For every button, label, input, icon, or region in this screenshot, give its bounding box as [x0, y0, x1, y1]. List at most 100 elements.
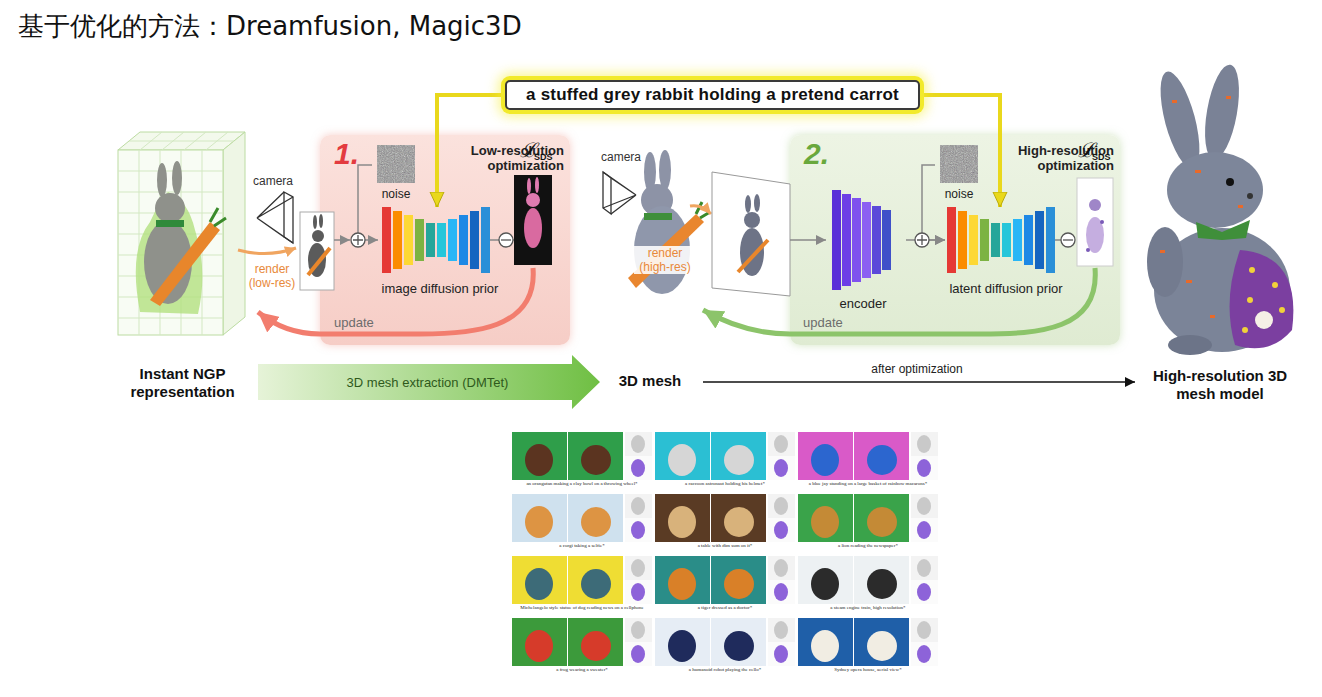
- unet-symbol-part: [437, 223, 446, 257]
- node-label: latent diffusion prior: [945, 281, 1067, 296]
- image-caption: a humanoid robot playing the cello*: [655, 667, 795, 673]
- result-gallery-part: [711, 556, 766, 604]
- edge-label: after optimization: [782, 362, 1052, 376]
- result-gallery-part: [798, 618, 853, 666]
- result-gallery-part: [631, 559, 645, 577]
- image-caption: a lion reading the newspaper*: [798, 543, 938, 549]
- unet-symbol-part: [947, 207, 956, 273]
- ngp-volume-part: [150, 222, 220, 306]
- result-gallery-part: [631, 621, 645, 639]
- connector: [358, 165, 378, 240]
- rendered-view: [300, 212, 334, 290]
- edge-label: update: [803, 316, 853, 330]
- image-caption: a table with dim sum on it*: [655, 543, 795, 549]
- text-slot: a corgi taking a selfie*: [512, 543, 652, 549]
- text-slot: a steam engine train, high resolution*: [798, 605, 938, 611]
- sds-image-part: [1089, 199, 1101, 211]
- ngp-volume-part: [157, 163, 167, 197]
- text-slot: after optimization: [782, 362, 1052, 376]
- minus-symbol: [499, 233, 1075, 247]
- text-slot: an orangutan making a clay bowl on a thr…: [512, 481, 652, 487]
- text-slot: image diffusion prior: [378, 281, 502, 296]
- unet-symbol-part: [426, 223, 435, 257]
- encoder-symbol-part: [872, 206, 881, 274]
- highres-rabbit-part: [1242, 327, 1248, 333]
- highres-rabbit: [1147, 62, 1293, 355]
- result-gallery-part: [655, 618, 710, 666]
- camera-icon-part: [603, 172, 636, 214]
- page-title: 基于优化的方法：Dreamfusion, Magic3D: [18, 10, 658, 42]
- text-slot: noise: [366, 187, 426, 201]
- annotation: render (low-res): [246, 262, 298, 290]
- result-gallery-part: [867, 507, 897, 537]
- text-slot: render (high-res): [634, 246, 696, 274]
- result-gallery-part: [625, 432, 652, 456]
- rendered-view-part: [744, 212, 760, 228]
- text-slot: update: [334, 316, 384, 330]
- result-gallery-part: [525, 568, 553, 600]
- image-caption: an orangutan making a clay bowl on a thr…: [512, 481, 652, 487]
- result-gallery-part: [774, 497, 788, 515]
- image-caption: Sydney opera house, aerial view*: [798, 667, 938, 673]
- result-gallery-part: [711, 432, 766, 480]
- highres-rabbit-part: [1238, 205, 1243, 208]
- result-gallery-part: [711, 494, 766, 542]
- rendered-view-part: [308, 248, 330, 275]
- diffusion-prior: latent diffusion prior: [945, 207, 1070, 315]
- result-gallery-part: [911, 618, 938, 642]
- result-gallery-part: [917, 645, 931, 663]
- result-gallery-part: [911, 456, 938, 480]
- result-gallery-part: [768, 494, 795, 518]
- sds-image-part: [526, 193, 540, 207]
- result-gallery-part: [525, 444, 553, 476]
- image-caption: a raccoon astronaut holding his helmet*: [655, 481, 795, 487]
- unet-symbol-part: [1046, 207, 1055, 273]
- result-gallery-part: [625, 580, 652, 604]
- highres-rabbit-part: [1199, 62, 1245, 162]
- prompt-box: a stuffed grey rabbit holding a pretend …: [505, 80, 920, 110]
- highres-rabbit-part: [1160, 250, 1165, 253]
- mesh-rabbit-part: [644, 213, 672, 220]
- node-label: noise: [929, 187, 989, 201]
- result-gallery-part: [512, 618, 567, 666]
- highres-rabbit-part: [1226, 178, 1234, 186]
- text-slot: a stuffed grey rabbit holding a pretend …: [507, 83, 918, 107]
- encoder-symbol-part: [852, 198, 861, 282]
- result-gallery-part: [625, 618, 652, 642]
- render-arrow: [690, 206, 711, 214]
- result-gallery-part: [568, 618, 623, 666]
- result-gallery-part: [512, 432, 567, 480]
- result-gallery-part: [917, 435, 931, 453]
- highres-rabbit-part: [1172, 100, 1177, 103]
- result-gallery-part: [631, 497, 645, 515]
- text-slot: noise: [929, 187, 989, 201]
- result-gallery-part: [867, 445, 897, 475]
- text-slot: a blue jay standing on a large basket of…: [798, 481, 938, 487]
- ngp-volume-part: [118, 132, 234, 335]
- ngp-volume-part: [156, 220, 184, 227]
- highres-rabbit-part: [1147, 227, 1183, 297]
- update-arrow: [320, 268, 533, 334]
- result-gallery-part: [911, 556, 938, 580]
- result-gallery-part: [724, 569, 754, 599]
- result-gallery: [512, 432, 938, 666]
- text-slot: 3D mesh: [600, 372, 700, 390]
- sds-image-part: [514, 175, 552, 265]
- noise-box: noise: [935, 143, 992, 205]
- text-slot: 3D mesh extraction (DMTet): [255, 375, 600, 390]
- render-arrow: [238, 248, 296, 254]
- sds-image-part: [1086, 248, 1090, 252]
- result-gallery-part: [724, 631, 754, 661]
- unet-symbol-part: [980, 219, 989, 261]
- text-slot: camera: [248, 174, 298, 188]
- result-gallery-part: [774, 621, 788, 639]
- result-gallery-part: [581, 507, 611, 537]
- result-gallery-part: [668, 630, 696, 662]
- result-gallery-part: [917, 497, 931, 515]
- result-gallery-part: [911, 494, 938, 518]
- rendered-view-part: [312, 230, 324, 242]
- highres-rabbit-part: [1210, 315, 1215, 318]
- highres-rabbit-part: [1279, 307, 1285, 313]
- result-gallery-part: [525, 630, 553, 662]
- result-gallery-part: [724, 445, 754, 475]
